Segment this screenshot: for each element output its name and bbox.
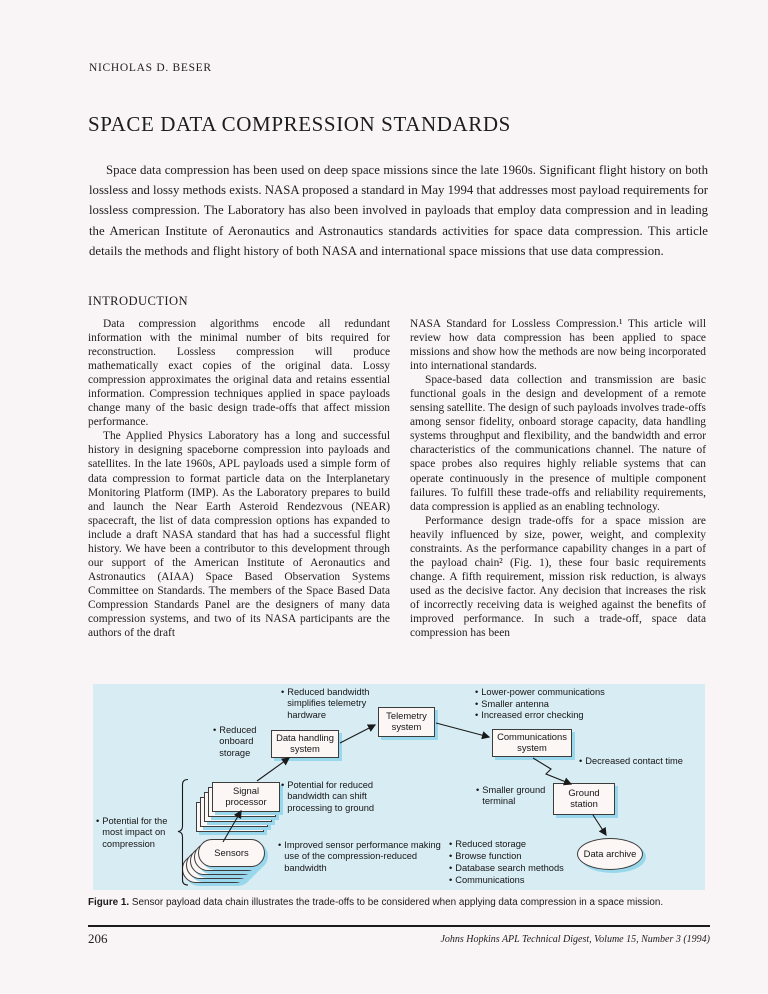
- figure-caption: Figure 1. Sensor payload data chain illu…: [88, 897, 710, 909]
- left-column: Data compression algorithms encode all r…: [88, 317, 390, 640]
- annotation-potential-impact: • Potential for the most impact on compr…: [96, 816, 168, 849]
- annotation-decreased-contact: • Decreased contact time: [579, 756, 683, 766]
- arrow-ground-station-to-data-archive: [592, 814, 607, 837]
- paragraph: The Applied Physics Laboratory has a lon…: [88, 430, 390, 640]
- bullet-glyph: •: [281, 687, 285, 697]
- bullet-glyph: •: [213, 725, 217, 735]
- article-title: SPACE DATA COMPRESSION STANDARDS: [88, 112, 511, 136]
- paragraph: Space-based data collection and transmis…: [410, 374, 706, 513]
- annotation-smaller-antenna: • Smaller antenna: [475, 698, 549, 709]
- bullet-glyph: •: [476, 785, 480, 795]
- bullet-glyph: •: [449, 863, 453, 873]
- annotation-browse-function: • Browse function: [449, 851, 522, 861]
- right-column: NASA Standard for Lossless Compression.¹…: [410, 317, 706, 640]
- annotation-lower-power: • Lower-power communications: [475, 687, 605, 697]
- annotation-communications: • Communications: [449, 875, 525, 885]
- abstract-paragraph: Space data compression has been used on …: [89, 163, 708, 258]
- node-sensors-stack: Sensors: [182, 839, 266, 885]
- paragraph: NASA Standard for Lossless Compression.¹…: [410, 318, 706, 373]
- annotation-database-search: • Database search methods: [449, 863, 564, 873]
- annotation-reduced-storage: • Reduced storage: [449, 839, 527, 849]
- footer-rule: [88, 925, 710, 927]
- bullet-glyph: •: [475, 710, 479, 720]
- node-data-archive: Data archive: [577, 838, 643, 870]
- page-number: 206: [88, 931, 108, 946]
- node-data-handling-system: Data handling system: [271, 730, 339, 758]
- author-name: NICHOLAS D. BESER: [89, 62, 212, 74]
- node-communications-system: Communications system: [492, 729, 572, 757]
- annotation-smaller-ground: • Smaller ground terminal: [476, 785, 546, 807]
- annotation-potential-reduced: • Potential for reduced bandwidth can sh…: [281, 780, 375, 813]
- node-ground-station: Ground station: [553, 783, 615, 815]
- bullet-glyph: •: [475, 698, 479, 709]
- node-signal-processor: Signal processor: [212, 782, 280, 812]
- annotation-reduced-onboard: • Reduced onboard storage: [213, 725, 257, 758]
- figure-1-diagram: • Reduced bandwidth simplifies telemetry…: [93, 684, 705, 890]
- bullet-glyph: •: [278, 840, 282, 850]
- journal-citation: Johns Hopkins APL Technical Digest, Volu…: [440, 934, 710, 945]
- figure-caption-label: Figure 1.: [88, 897, 130, 908]
- bullet-glyph: •: [449, 851, 453, 861]
- arrow-communications-to-ground-station: [532, 757, 573, 786]
- arrow-data-handling-to-telemetry: [339, 724, 377, 744]
- node-sensors: Sensors: [198, 839, 265, 867]
- section-heading-introduction: INTRODUCTION: [88, 294, 188, 308]
- bullet-glyph: •: [96, 816, 100, 826]
- node-signal-processor-stack: Signal processor: [196, 782, 282, 832]
- bullet-glyph: •: [449, 839, 453, 849]
- bullet-glyph: •: [475, 687, 479, 697]
- arrow-signal-to-data-handling: [256, 757, 291, 782]
- bullet-glyph: •: [449, 875, 453, 885]
- bullet-glyph: •: [281, 780, 285, 790]
- figure-caption-text: Sensor payload data chain illustrates th…: [131, 897, 664, 908]
- annotation-reduced-bandwidth: • Reduced bandwidth simplifies telemetry…: [281, 687, 370, 720]
- annotation-error-checking: • Increased error checking: [475, 710, 584, 720]
- bullet-glyph: •: [579, 756, 583, 766]
- arrow-telemetry-to-communications: [435, 722, 491, 740]
- paragraph: Data compression algorithms encode all r…: [88, 318, 390, 429]
- paragraph: Performance design trade-offs for a spac…: [410, 514, 706, 640]
- node-telemetry-system: Telemetry system: [378, 707, 435, 737]
- annotation-improved-sensor: • Improved sensor performance making use…: [278, 840, 441, 873]
